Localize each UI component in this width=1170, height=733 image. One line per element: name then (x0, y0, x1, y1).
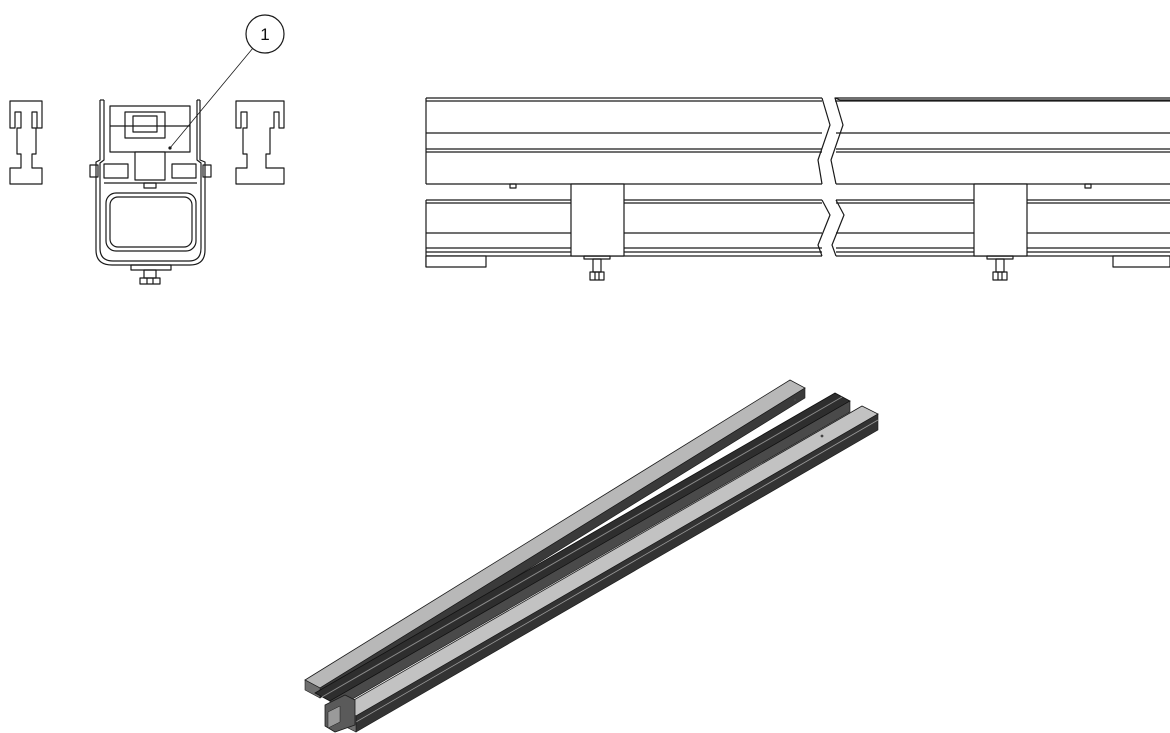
break-lines (817, 97, 845, 257)
right-profile-section (235, 100, 285, 185)
isometric-view (304, 379, 879, 733)
side-view (425, 97, 1170, 281)
upper-rail (425, 97, 1170, 189)
iso-carriage (324, 694, 356, 733)
lower-rail (425, 199, 1170, 268)
leader-line (169, 47, 254, 149)
iso-rail-back (304, 379, 806, 699)
left-profile-section (9, 100, 43, 185)
balloon-number: 1 (260, 25, 269, 44)
carriage-block-left (570, 183, 625, 281)
iso-rail-middle (314, 392, 851, 713)
carriage-assembly (89, 99, 212, 285)
carriage-block-right (973, 183, 1028, 281)
iso-rail-front (339, 405, 879, 733)
end-view: 1 (9, 14, 285, 285)
balloon-callout: 1 (168, 14, 285, 150)
balloon-circle (245, 14, 285, 54)
